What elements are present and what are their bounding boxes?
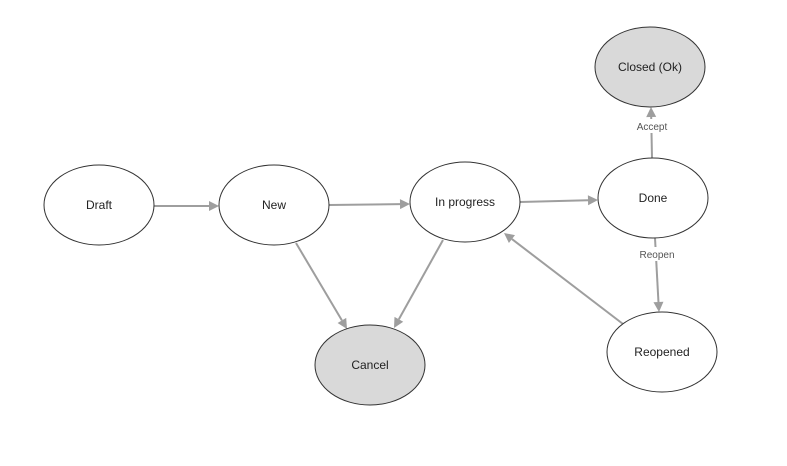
state-node-in-progress[interactable]: In progress bbox=[409, 161, 521, 243]
state-ellipse bbox=[218, 164, 330, 246]
state-node-cancel[interactable]: Cancel bbox=[314, 324, 426, 406]
arrowhead-icon bbox=[337, 317, 347, 329]
state-ellipse bbox=[606, 311, 718, 393]
state-label: Draft bbox=[86, 198, 113, 212]
state-label: Done bbox=[639, 191, 668, 205]
state-node-new[interactable]: New bbox=[218, 164, 330, 246]
edge-line bbox=[397, 239, 444, 320]
edge-label-background bbox=[636, 247, 678, 261]
state-node-done[interactable]: Done bbox=[597, 157, 709, 239]
state-label: Reopened bbox=[634, 345, 689, 359]
state-ellipse bbox=[597, 157, 709, 239]
edge-line bbox=[328, 203, 401, 206]
state-node-draft[interactable]: Draft bbox=[43, 164, 155, 246]
state-ellipse bbox=[314, 324, 426, 406]
edge-label-group: Reopen bbox=[636, 247, 678, 261]
edge-draft-to-new bbox=[154, 201, 219, 211]
edges-layer bbox=[154, 107, 664, 329]
edge-line bbox=[511, 238, 624, 325]
edge-reopened-to-in-progress bbox=[504, 233, 624, 325]
arrowhead-icon bbox=[587, 195, 598, 206]
edge-line bbox=[519, 199, 589, 203]
state-label: Closed (Ok) bbox=[618, 60, 682, 74]
state-label: New bbox=[262, 198, 286, 212]
state-ellipse bbox=[43, 164, 155, 246]
edge-line bbox=[295, 242, 343, 321]
state-ellipse bbox=[409, 161, 521, 243]
arrowhead-icon bbox=[646, 107, 657, 118]
arrowhead-icon bbox=[209, 201, 219, 211]
state-node-reopened[interactable]: Reopened bbox=[606, 311, 718, 393]
edge-label-background bbox=[631, 119, 673, 133]
edge-label-group: Accept bbox=[631, 119, 673, 133]
nodes-layer: Draft New In progress Done Closed (Ok) Cancel… bbox=[43, 26, 718, 406]
edge-new-to-in-progress bbox=[328, 199, 410, 210]
arrowhead-icon bbox=[653, 301, 664, 312]
state-ellipse bbox=[594, 26, 706, 108]
state-label: In progress bbox=[435, 195, 495, 209]
arrowhead-icon bbox=[504, 233, 515, 244]
arrowhead-icon bbox=[399, 199, 410, 210]
edge-label-accept: Accept bbox=[637, 122, 668, 133]
state-node-closed-ok[interactable]: Closed (Ok) bbox=[594, 26, 706, 108]
arrowhead-icon bbox=[394, 316, 404, 328]
edge-new-to-cancel bbox=[295, 242, 347, 329]
edge-label-reopen: Reopen bbox=[639, 250, 674, 261]
state-label: Cancel bbox=[351, 358, 388, 372]
edge-in-progress-to-done bbox=[519, 195, 598, 206]
edge-in-progress-to-cancel bbox=[394, 239, 444, 328]
